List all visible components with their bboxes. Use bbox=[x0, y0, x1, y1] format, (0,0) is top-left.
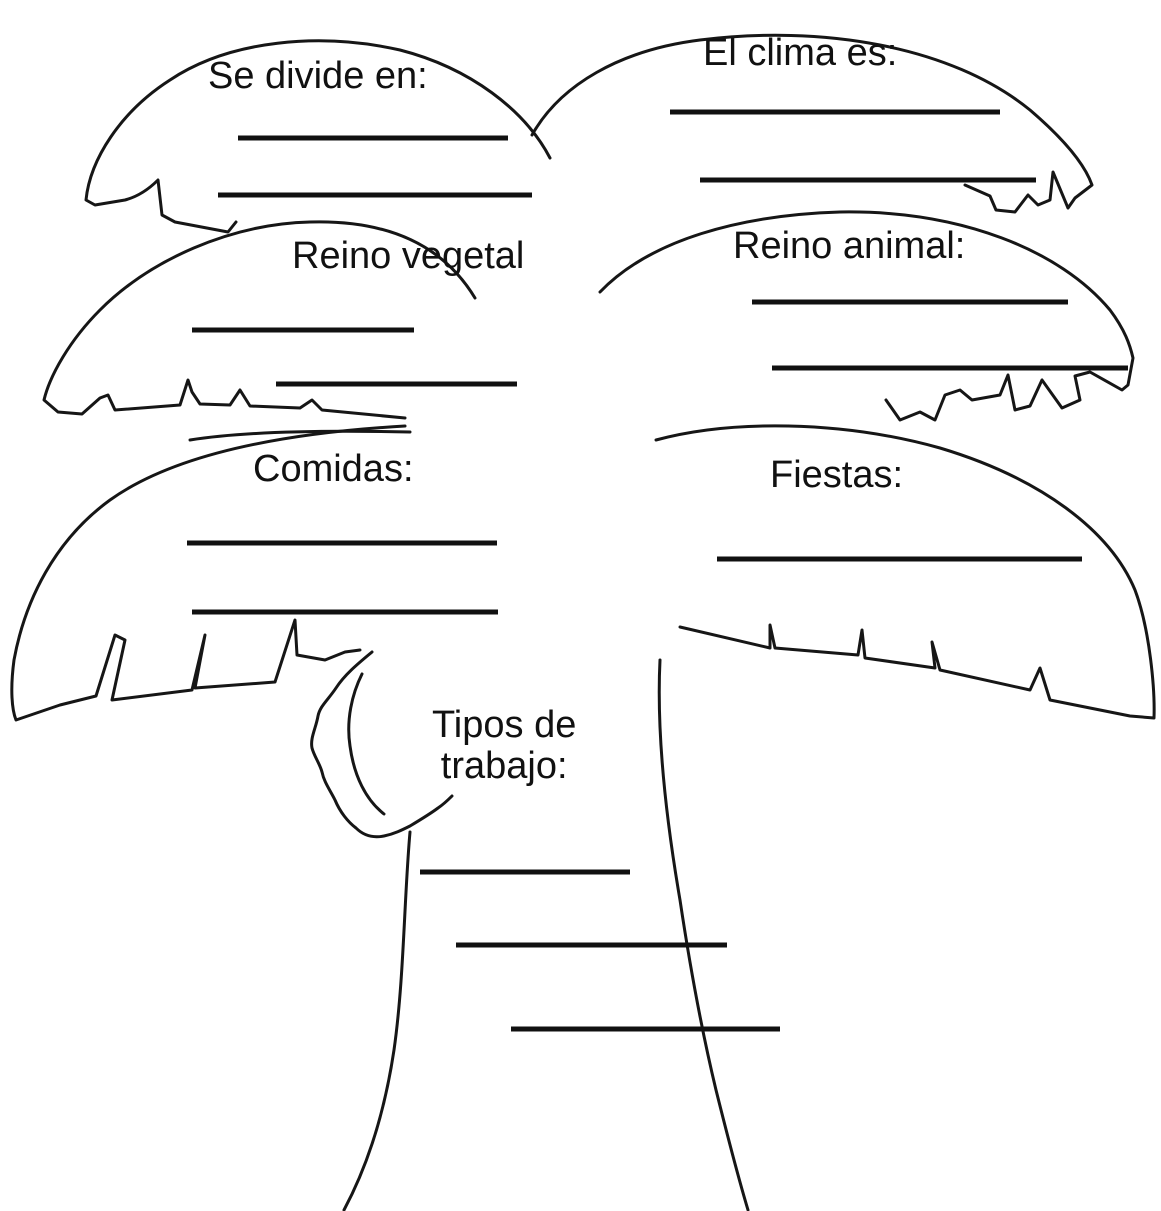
leaf-middle-right bbox=[598, 210, 1135, 422]
coconut-cluster-inner bbox=[347, 672, 386, 816]
leaf-top-left bbox=[84, 39, 552, 234]
trunk-left-edge bbox=[342, 830, 412, 1211]
label-reino-vegetal: Reino vegetal bbox=[292, 235, 525, 277]
label-reino-animal: Reino animal: bbox=[733, 225, 966, 267]
leaf-middle-left bbox=[42, 220, 477, 420]
leaf-lower-right bbox=[654, 424, 1156, 720]
leaf-top-right bbox=[530, 33, 1094, 214]
answer-blanks bbox=[187, 109, 1128, 1032]
leaf-lower-left bbox=[10, 424, 407, 722]
label-tipos-de-trabajo: Tipos de trabajo: bbox=[432, 704, 577, 788]
leaf-middle-left-underside bbox=[188, 429, 412, 442]
coconut-cluster bbox=[310, 650, 454, 839]
label-se-divide-en: Se divide en: bbox=[208, 55, 428, 97]
label-fiestas: Fiestas: bbox=[770, 454, 904, 496]
label-el-clima-es: El clima es: bbox=[703, 32, 898, 74]
trunk-right-edge bbox=[657, 658, 750, 1211]
label-comidas: Comidas: bbox=[253, 448, 414, 490]
